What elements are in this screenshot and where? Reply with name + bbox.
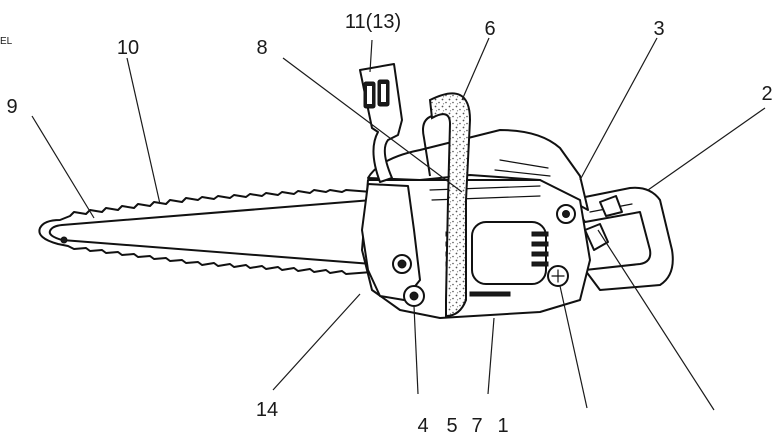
leader-4 bbox=[413, 305, 419, 395]
label-5: 5 bbox=[446, 415, 457, 437]
corner-text: EL bbox=[0, 36, 13, 47]
label-4: 4 bbox=[417, 415, 428, 437]
label-7: 7 bbox=[471, 415, 482, 437]
throttle-trigger bbox=[584, 223, 609, 251]
label-10: 10 bbox=[117, 37, 139, 59]
label-8: 8 bbox=[256, 37, 267, 59]
leader-8 bbox=[282, 57, 463, 193]
leader-2 bbox=[647, 107, 766, 191]
leader-1 bbox=[487, 317, 495, 395]
leader-unlabeled-a bbox=[559, 285, 588, 409]
label-6: 6 bbox=[484, 18, 495, 40]
guide-bar bbox=[38, 189, 373, 275]
label-11-13: 11(13) bbox=[345, 11, 401, 33]
leader-lines bbox=[31, 37, 766, 411]
leader-3 bbox=[579, 37, 658, 181]
leader-6 bbox=[461, 37, 490, 101]
part-labels: EL 9 10 8 11(13) 6 3 2 14 4 5 7 1 bbox=[0, 11, 773, 437]
engine-housing bbox=[361, 129, 591, 319]
label-1: 1 bbox=[497, 415, 508, 437]
leader-unlabeled-b bbox=[597, 229, 715, 411]
label-2: 2 bbox=[761, 83, 772, 105]
leader-10 bbox=[126, 57, 161, 205]
front-hand-guard bbox=[359, 63, 403, 183]
leader-11 bbox=[369, 39, 373, 73]
leader-9 bbox=[31, 115, 95, 219]
bar-nose-rivet bbox=[60, 236, 68, 244]
label-3: 3 bbox=[653, 18, 664, 40]
rear-handle bbox=[569, 186, 674, 291]
label-14: 14 bbox=[256, 399, 278, 421]
front-handle bbox=[422, 92, 472, 318]
leader-14 bbox=[272, 293, 361, 391]
throttle-lockout bbox=[599, 195, 623, 217]
label-9: 9 bbox=[6, 96, 17, 118]
